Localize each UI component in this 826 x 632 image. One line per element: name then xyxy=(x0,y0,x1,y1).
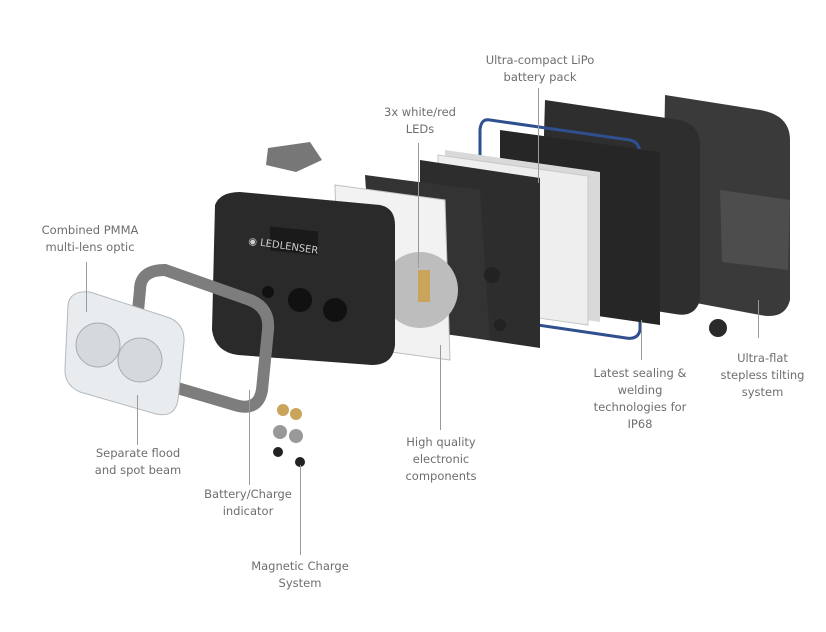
leader-magnetic xyxy=(300,465,301,555)
leader-leds xyxy=(418,143,419,268)
label-beam: Separate flood and spot beam xyxy=(94,446,182,477)
label-electronics: High quality electronic components xyxy=(405,435,477,483)
label-tilt: Ultra-flat stepless tilting system xyxy=(720,351,805,399)
label-battery: Ultra-compact LiPo battery pack xyxy=(485,53,595,84)
leader-electronics xyxy=(440,345,441,430)
label-indicator: Battery/Charge indicator xyxy=(204,487,292,518)
magnetic-contacts xyxy=(273,404,305,467)
leader-optic xyxy=(86,262,87,312)
front-housing: ◉ LEDLENSER xyxy=(212,192,395,365)
label-leds: 3x white/red LEDs xyxy=(384,105,456,136)
leader-beam xyxy=(137,395,138,445)
pmma-optic xyxy=(64,291,185,416)
leader-sealing xyxy=(641,320,642,360)
leader-indicator xyxy=(249,390,250,485)
button-cap xyxy=(266,142,322,172)
label-sealing: Latest sealing & welding technologies fo… xyxy=(593,366,687,431)
label-optic: Combined PMMA multi-lens optic xyxy=(41,223,139,254)
leader-battery xyxy=(538,88,539,183)
leader-tilt xyxy=(758,300,759,338)
label-magnetic: Magnetic Charge System xyxy=(251,559,349,590)
